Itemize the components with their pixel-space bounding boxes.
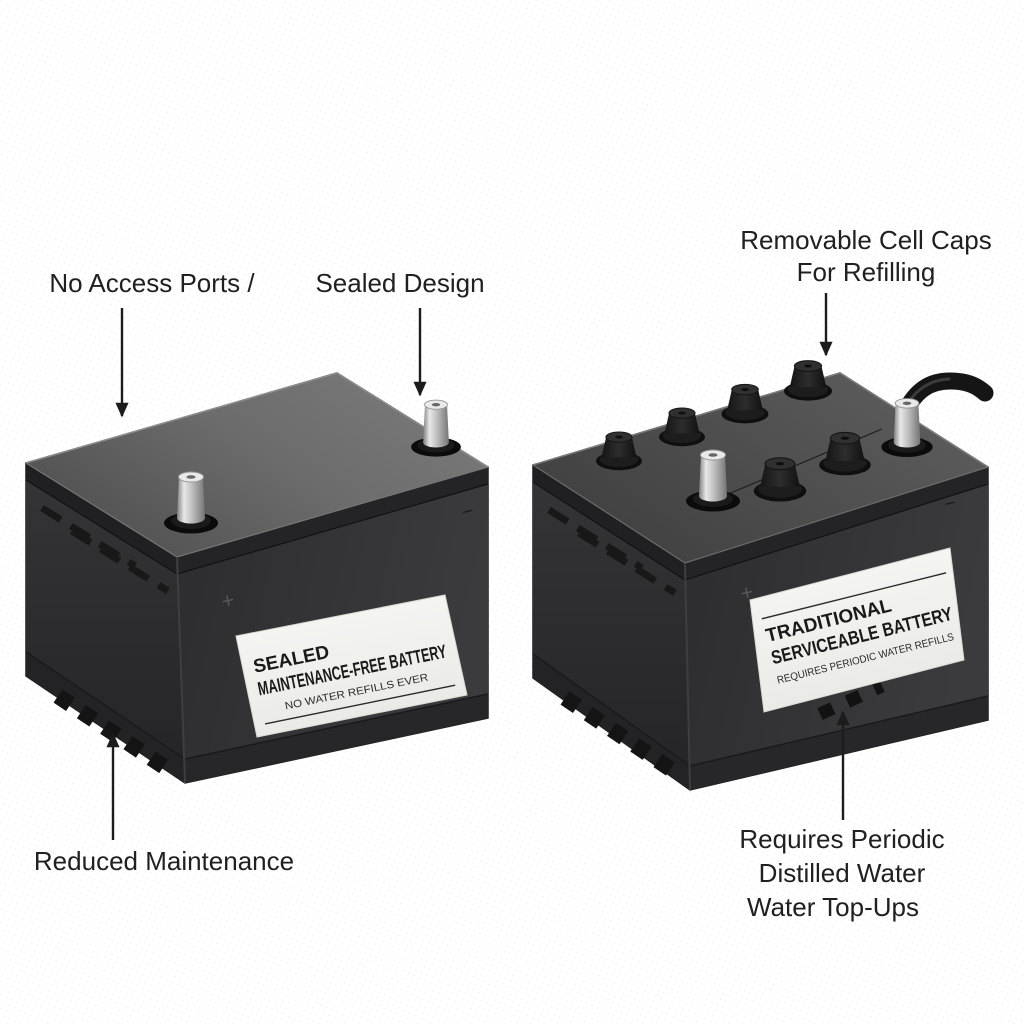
vent-slats xyxy=(547,507,644,571)
lid-band xyxy=(26,463,177,574)
callout-sealed-design: Sealed Design xyxy=(315,268,484,298)
base-band xyxy=(690,696,988,790)
lid-band xyxy=(177,467,488,574)
battery-top-face xyxy=(533,373,988,563)
plus-mark: + xyxy=(738,579,756,606)
callout-arrows xyxy=(106,293,850,840)
callout-removable-caps-line1: Removable Cell Caps xyxy=(740,225,991,255)
callout-removable-caps-line2: For Refilling xyxy=(797,257,936,287)
serviceable-battery: TRADITIONAL SERVICEABLE BATTERY REQUIRES… xyxy=(532,360,994,791)
battery-cable xyxy=(896,372,994,421)
plus-mark: + xyxy=(219,587,237,614)
lid-band xyxy=(533,465,685,580)
label-rule xyxy=(761,572,947,620)
callout-water-topups-line3: Water Top-Ups xyxy=(747,892,919,922)
battery-label xyxy=(749,547,965,713)
minus-mark: − xyxy=(460,500,476,524)
vent-slats xyxy=(40,505,137,569)
base-band xyxy=(26,652,185,783)
mounting-foot-ribs xyxy=(560,691,683,781)
vent-slats xyxy=(577,530,677,596)
base-band xyxy=(185,694,488,783)
callout-no-access-ports: No Access Ports / xyxy=(49,268,255,298)
battery-label xyxy=(235,594,468,738)
callout-reduced-maintenance: Reduced Maintenance xyxy=(34,846,294,876)
base-tabs xyxy=(817,680,885,720)
top-edge-highlight xyxy=(532,372,989,468)
lid-band xyxy=(685,467,988,580)
corner-edge-highlight xyxy=(684,562,691,791)
minus-mark: − xyxy=(942,492,958,516)
vent-slats xyxy=(70,528,170,594)
battery-top-face xyxy=(26,373,488,557)
corner-edge-highlight xyxy=(176,556,186,784)
base-band xyxy=(533,654,690,790)
callout-water-topups-line1: Requires Periodic xyxy=(739,824,944,854)
callout-water-topups-line2: Distilled Water xyxy=(759,858,926,888)
label-rule xyxy=(264,684,456,725)
